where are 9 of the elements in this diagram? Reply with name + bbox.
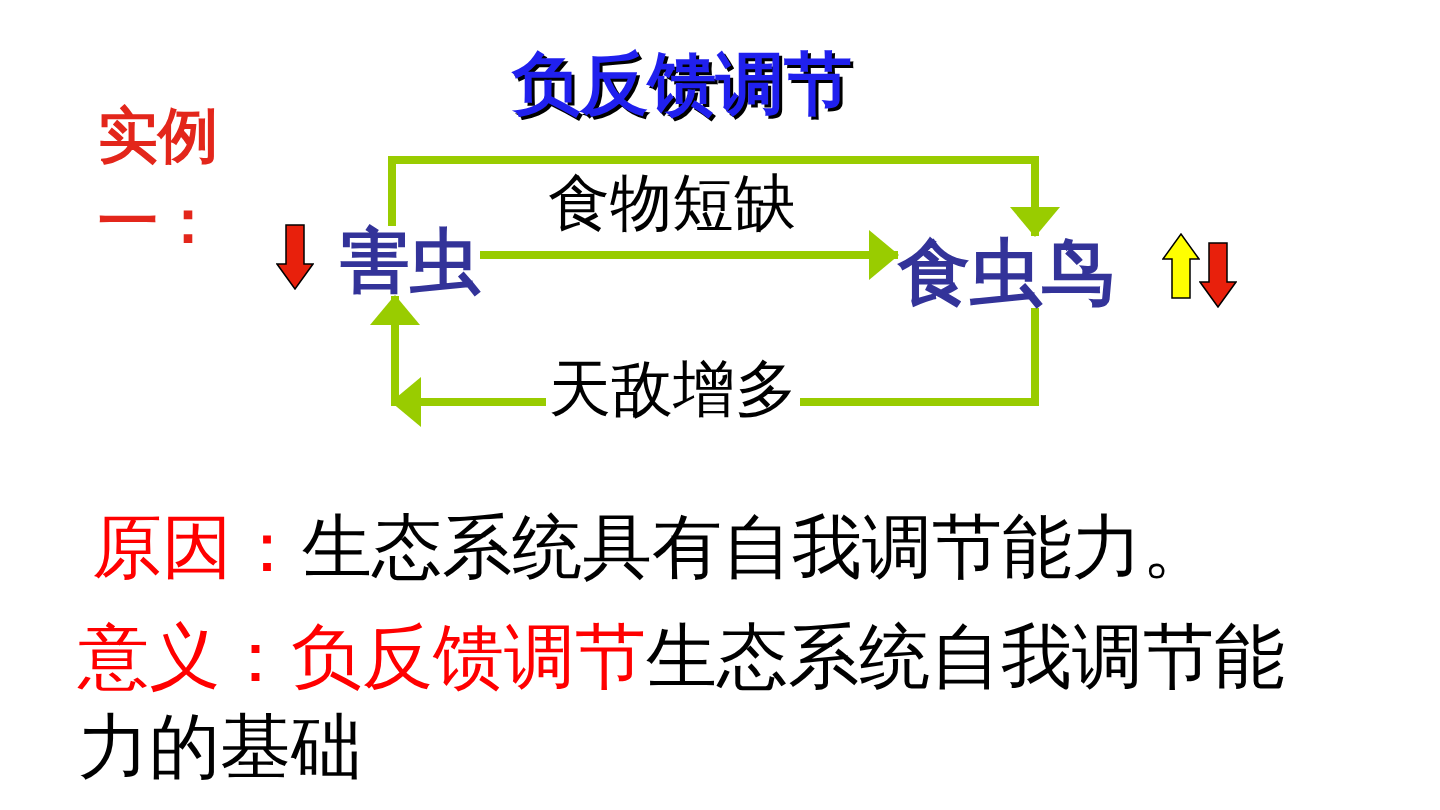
edge-label: 天敌增多 xyxy=(546,356,800,422)
side-heading: 实例一： xyxy=(98,99,219,258)
node-label: 食虫鸟 xyxy=(898,236,1114,308)
sentence-text: 意义：负反馈调节生态系统自我调节能力的基础 xyxy=(78,614,1286,790)
arrow xyxy=(388,156,1060,237)
label-text: 原因： xyxy=(92,506,302,588)
sentence-text: 生态系统具有自我调节能力。 xyxy=(302,506,1212,588)
node-label: 害虫 xyxy=(340,226,480,296)
title: 负反馈调节 xyxy=(512,43,852,125)
